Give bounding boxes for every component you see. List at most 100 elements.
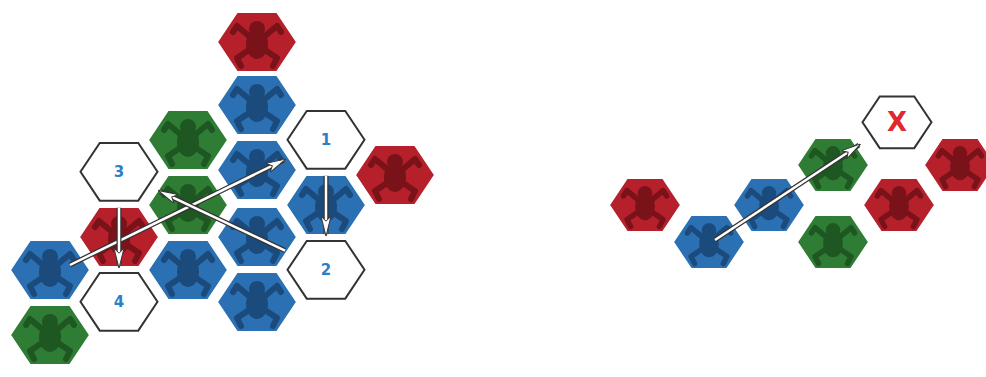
frog-leg — [265, 310, 277, 326]
callout-number: 3 — [79, 164, 159, 181]
hex-space: 3 — [79, 137, 159, 207]
frog-leg — [30, 343, 42, 359]
hex-tile — [217, 272, 297, 332]
frog-leg — [747, 191, 761, 200]
jump-arrow — [326, 176, 327, 234]
hex-tile — [10, 240, 90, 300]
frog-figure — [233, 84, 281, 129]
frog-leg — [265, 50, 277, 66]
hex-tile — [863, 178, 935, 232]
frog-hex — [924, 138, 986, 192]
frog-figure — [371, 154, 419, 199]
frog-leg — [58, 343, 70, 359]
frog-leg — [334, 189, 350, 199]
callout-number: 4 — [79, 294, 159, 311]
frog-figure — [26, 249, 74, 294]
frog-leg — [652, 212, 663, 226]
frog-leg — [306, 213, 318, 229]
frog-leg — [58, 278, 70, 294]
hex-space: 2 — [286, 235, 366, 305]
frog-leg — [164, 124, 180, 134]
hex-space: 4 — [79, 267, 159, 337]
arrow-shaft — [715, 145, 859, 240]
frog-leg — [840, 228, 854, 237]
frog-leg — [302, 189, 318, 199]
frog-leg — [58, 319, 74, 329]
frog-hex — [286, 175, 366, 235]
hex-tile — [79, 207, 159, 267]
frog-hex — [148, 240, 228, 300]
frog-leg — [168, 148, 180, 164]
frog-leg — [815, 249, 826, 263]
arrow-outline — [117, 208, 122, 266]
jump-arrow — [119, 208, 120, 266]
frog-leg — [627, 212, 638, 226]
arrow-shaft — [160, 191, 285, 250]
frog-leg — [237, 310, 249, 326]
hex-tile — [355, 145, 435, 205]
frog-head — [249, 281, 265, 297]
frog-leg — [265, 178, 277, 194]
frog-leg — [233, 154, 249, 164]
frog-leg — [237, 113, 249, 129]
hex-tile — [148, 110, 228, 170]
frog-leg — [375, 183, 387, 199]
frog-head — [42, 314, 58, 330]
frog-head — [892, 186, 906, 200]
move-arrow — [715, 145, 859, 240]
frog-hex — [217, 75, 297, 135]
frog-leg — [623, 191, 637, 200]
frog-leg — [265, 113, 277, 129]
frog-leg — [196, 278, 208, 294]
frog-leg — [233, 89, 249, 99]
frog-leg — [30, 278, 42, 294]
frog-head — [42, 249, 58, 265]
frog-figure — [877, 186, 920, 227]
frog-leg — [811, 151, 825, 160]
frog-leg — [938, 151, 952, 160]
frog-leg — [95, 221, 111, 231]
frog-leg — [233, 286, 249, 296]
frog-leg — [371, 159, 387, 169]
frog-leg — [196, 124, 212, 134]
frog-leg — [811, 228, 825, 237]
frog-hex — [217, 140, 297, 200]
frog-leg — [168, 278, 180, 294]
frog-figure — [938, 146, 981, 187]
frog-figure — [26, 314, 74, 359]
frog-hex — [217, 272, 297, 332]
frog-head — [180, 184, 196, 200]
hex-tile — [217, 140, 297, 200]
frog-leg — [233, 26, 249, 36]
arrow-shaft — [118, 208, 121, 266]
frog-leg — [906, 191, 920, 200]
hex-tile — [217, 75, 297, 135]
frog-leg — [403, 183, 415, 199]
frog-leg — [840, 172, 851, 186]
frog-hex — [355, 145, 435, 205]
hex-tile — [924, 138, 986, 192]
callout-number: 2 — [286, 262, 366, 279]
frog-hex — [148, 110, 228, 170]
frog-head — [249, 216, 265, 232]
frog-leg — [691, 249, 702, 263]
frog-hex — [10, 305, 90, 365]
frog-head — [180, 119, 196, 135]
frog-leg — [776, 212, 787, 226]
hex-tile — [609, 178, 681, 232]
callout-number: 1 — [286, 132, 366, 149]
frog-leg — [403, 159, 419, 169]
frog-hex — [863, 178, 935, 232]
frog-hex — [10, 240, 90, 300]
frog-leg — [26, 319, 42, 329]
frog-head — [180, 249, 196, 265]
frog-leg — [942, 172, 953, 186]
frog-hex — [673, 215, 745, 269]
frog-leg — [687, 228, 701, 237]
frog-leg — [265, 26, 281, 36]
frog-leg — [881, 212, 892, 226]
frog-leg — [237, 245, 249, 261]
